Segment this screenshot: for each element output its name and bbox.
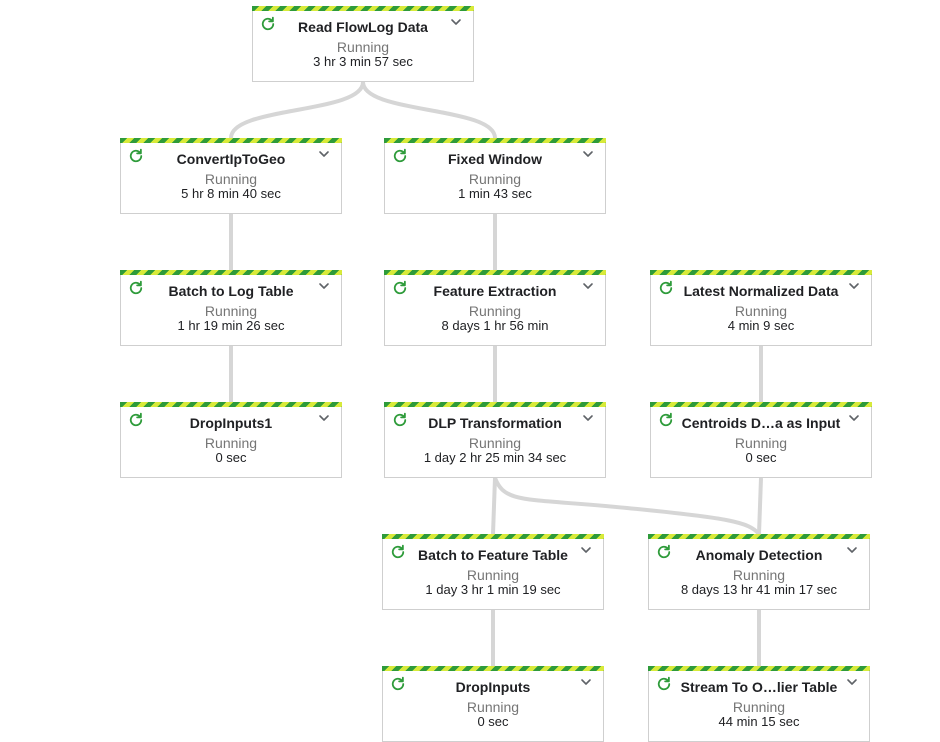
step-name: Centroids D…a as Input — [681, 415, 841, 431]
step-name: ConvertIpToGeo — [176, 151, 286, 167]
chevron-down-icon[interactable] — [581, 411, 595, 425]
step-status: Running — [204, 303, 258, 319]
chevron-down-icon[interactable] — [581, 147, 595, 161]
running-stripe — [384, 270, 606, 275]
chevron-down-icon[interactable] — [847, 411, 861, 425]
running-stripe — [252, 6, 474, 11]
step-elapsed-time: 0 sec — [745, 450, 777, 465]
chevron-down-icon[interactable] — [579, 675, 593, 689]
running-stripe — [120, 138, 342, 143]
chevron-down-icon[interactable] — [317, 147, 331, 161]
running-refresh-icon — [391, 544, 405, 559]
step-elapsed-time: 1 hr 19 min 26 sec — [177, 318, 285, 333]
edge-centroids-as-input-to-anomaly-detection — [757, 477, 763, 535]
running-stripe — [650, 270, 872, 275]
edge-dlp-transformation-to-batch-to-feature-table — [491, 477, 497, 535]
running-refresh-icon — [393, 148, 407, 163]
step-name: Latest Normalized Data — [683, 283, 839, 299]
running-stripe — [384, 138, 606, 143]
edge-read-flowlog-data-to-convertiptogeo — [229, 81, 365, 139]
step-status: Running — [204, 435, 258, 451]
running-stripe — [384, 402, 606, 407]
chevron-down-icon[interactable] — [581, 279, 595, 293]
chevron-down-icon[interactable] — [317, 279, 331, 293]
running-stripe — [120, 270, 342, 275]
step-name: Feature Extraction — [433, 283, 557, 299]
edge-dlp-transformation-to-anomaly-detection — [493, 477, 761, 536]
step-name: Stream To O…lier Table — [680, 679, 838, 695]
running-refresh-icon — [657, 676, 671, 691]
graph-edges — [229, 81, 763, 666]
step-status: Running — [734, 435, 788, 451]
chevron-down-icon[interactable] — [449, 15, 463, 29]
running-refresh-icon — [261, 16, 275, 31]
chevron-down-icon[interactable] — [845, 675, 859, 689]
step-status: Running — [466, 567, 520, 583]
step-elapsed-time: 8 days 13 hr 41 min 17 sec — [680, 582, 838, 597]
step-name: DropInputs — [455, 679, 531, 695]
step-status: Running — [732, 567, 786, 583]
step-elapsed-time: 1 day 2 hr 25 min 34 sec — [423, 450, 567, 465]
step-status: Running — [732, 699, 786, 715]
step-name: Fixed Window — [448, 151, 542, 167]
step-elapsed-time: 3 hr 3 min 57 sec — [313, 54, 413, 69]
running-stripe — [648, 666, 870, 671]
running-stripe — [382, 666, 604, 671]
running-refresh-icon — [129, 280, 143, 295]
edge-read-flowlog-data-to-fixed-window — [361, 81, 497, 139]
step-elapsed-time: 0 sec — [215, 450, 247, 465]
step-name: DLP Transformation — [428, 415, 562, 431]
running-stripe — [120, 402, 342, 407]
step-name: Batch to Log Table — [168, 283, 294, 299]
step-status: Running — [734, 303, 788, 319]
step-name: Anomaly Detection — [695, 547, 823, 563]
step-status: Running — [204, 171, 258, 187]
running-refresh-icon — [659, 280, 673, 295]
running-refresh-icon — [129, 148, 143, 163]
step-elapsed-time: 1 min 43 sec — [458, 186, 532, 201]
step-elapsed-time: 8 days 1 hr 56 min — [441, 318, 549, 333]
chevron-down-icon[interactable] — [317, 411, 331, 425]
running-refresh-icon — [391, 676, 405, 691]
chevron-down-icon[interactable] — [847, 279, 861, 293]
running-stripe — [650, 402, 872, 407]
step-elapsed-time: 1 day 3 hr 1 min 19 sec — [425, 582, 561, 597]
step-name: DropInputs1 — [189, 415, 273, 431]
running-refresh-icon — [129, 412, 143, 427]
step-elapsed-time: 5 hr 8 min 40 sec — [181, 186, 281, 201]
step-status: Running — [336, 39, 390, 55]
running-stripe — [648, 534, 870, 539]
running-refresh-icon — [393, 412, 407, 427]
step-status: Running — [468, 435, 522, 451]
step-name: Batch to Feature Table — [418, 547, 568, 563]
step-name: Read FlowLog Data — [298, 19, 428, 35]
step-elapsed-time: 4 min 9 sec — [727, 318, 795, 333]
step-status: Running — [468, 303, 522, 319]
step-status: Running — [468, 171, 522, 187]
running-stripe — [382, 534, 604, 539]
running-refresh-icon — [659, 412, 673, 427]
step-status: Running — [466, 699, 520, 715]
step-elapsed-time: 44 min 15 sec — [718, 714, 800, 729]
running-refresh-icon — [657, 544, 671, 559]
running-refresh-icon — [393, 280, 407, 295]
chevron-down-icon[interactable] — [845, 543, 859, 557]
step-elapsed-time: 0 sec — [477, 714, 509, 729]
chevron-down-icon[interactable] — [579, 543, 593, 557]
